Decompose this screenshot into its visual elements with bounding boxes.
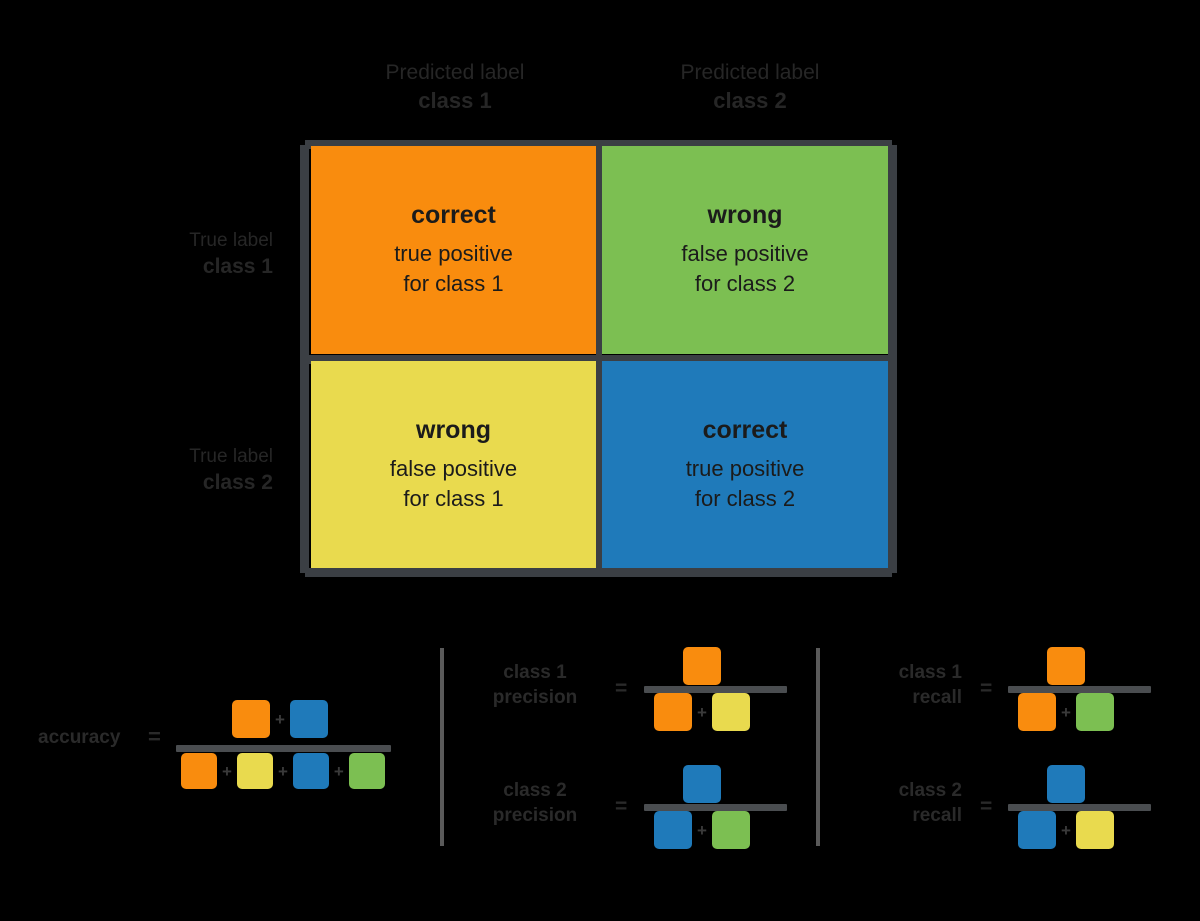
class-1-precision-denominator: +	[654, 693, 750, 731]
formula-accuracy: accuracy = + + + +	[0, 690, 420, 800]
class-1-precision-equals-sign: =	[615, 677, 628, 700]
square-blue	[654, 811, 692, 849]
class-2-recall-label: class 2 recall	[840, 779, 962, 828]
class-2-precision-fraction-bar	[644, 804, 787, 811]
class-2-precision-equals-sign: =	[615, 795, 628, 818]
plus-sign: +	[222, 761, 232, 781]
predicted-label-prefix: Predicted label	[680, 61, 820, 84]
class-2-recall-equals-sign: =	[980, 795, 993, 818]
plus-sign: +	[275, 709, 285, 729]
square-blue	[292, 753, 329, 789]
class-1-precision-fraction-bar	[644, 686, 787, 693]
true-label-class-1: True label class 1	[80, 228, 273, 281]
accuracy-equals-sign: =	[148, 724, 161, 749]
true-label-prefix: True label	[189, 230, 273, 251]
true-label-class-name: class 2	[202, 471, 273, 495]
true-label-prefix: True label	[189, 446, 273, 467]
square-green	[711, 811, 750, 849]
class-2-precision-numerator	[683, 765, 721, 803]
cell-detail-line-2: for class 1	[403, 271, 504, 296]
predicted-label-class-1: Predicted label class 1	[310, 60, 600, 115]
plus-sign: +	[277, 761, 288, 781]
matrix-cell-true-positive-class-1[interactable]: correct true positive for class 1	[311, 146, 596, 354]
plus-sign: +	[1061, 702, 1071, 722]
formula-class-2-recall: class 2 recall = +	[840, 763, 1170, 858]
class-1-precision-numerator	[683, 647, 721, 685]
matrix-center-rule	[596, 145, 602, 573]
cell-verdict: wrong	[416, 415, 491, 444]
formula-class-2-precision: class 2 precision = +	[460, 763, 800, 858]
predicted-label-class-name: class 2	[713, 87, 787, 113]
formula-class-1-recall: class 1 recall = +	[840, 645, 1170, 740]
matrix-cell-false-positive-class-2[interactable]: wrong false positive for class 2	[602, 146, 888, 354]
cell-verdict: correct	[702, 415, 788, 444]
label-line-2: recall	[912, 686, 962, 708]
square-green	[348, 753, 385, 789]
plus-sign: +	[697, 702, 707, 722]
label-line-1: class 2	[898, 780, 962, 801]
matrix-right-rule	[888, 145, 897, 573]
square-orange	[683, 647, 721, 685]
class-1-recall-fraction-bar	[1008, 686, 1151, 693]
class-1-precision-label: class 1 precision	[460, 661, 610, 710]
class-2-recall-fraction-bar	[1008, 804, 1151, 811]
matrix-left-rule	[300, 145, 309, 573]
square-orange	[181, 753, 217, 789]
square-orange	[232, 700, 270, 738]
square-blue	[289, 700, 328, 738]
class-2-precision-denominator: +	[654, 811, 750, 849]
accuracy-numerator: +	[232, 700, 328, 738]
cell-verdict: wrong	[707, 201, 783, 230]
predicted-label-class-name: class 1	[418, 87, 492, 113]
plus-sign: +	[333, 761, 344, 781]
predicted-label-prefix: Predicted label	[385, 61, 525, 84]
cell-verdict: correct	[411, 201, 496, 230]
cell-detail-line-1: true positive	[685, 455, 805, 481]
square-orange	[654, 693, 692, 731]
square-green	[1075, 693, 1114, 731]
true-label-class-2: True label class 2	[80, 444, 273, 497]
class-2-precision-label: class 2 precision	[460, 779, 610, 828]
plus-sign: +	[1061, 820, 1071, 840]
square-yellow	[236, 753, 273, 789]
label-line-2: precision	[492, 686, 578, 708]
cell-detail-line-1: false positive	[681, 241, 809, 267]
matrix-cell-false-positive-class-1[interactable]: wrong false positive for class 1	[311, 361, 596, 568]
class-2-recall-denominator: +	[1018, 811, 1114, 849]
formula-class-1-precision: class 1 precision = +	[460, 645, 800, 740]
true-label-class-name: class 1	[202, 255, 273, 279]
formula-separator-right	[816, 648, 820, 846]
class-2-recall-numerator	[1047, 765, 1085, 803]
cell-detail-line-2: for class 1	[403, 485, 504, 511]
class-1-recall-label: class 1 recall	[840, 661, 962, 710]
predicted-label-class-2: Predicted label class 2	[605, 60, 895, 115]
cell-detail-line-2: for class 2	[694, 271, 796, 296]
plus-sign: +	[697, 820, 707, 840]
square-yellow	[1075, 811, 1114, 849]
square-orange	[1047, 647, 1085, 685]
matrix-cell-true-positive-class-2[interactable]: correct true positive for class 2	[602, 361, 888, 568]
label-line-1: class 1	[503, 662, 567, 683]
accuracy-denominator: + + +	[181, 753, 385, 789]
label-line-2: precision	[492, 804, 578, 826]
formula-separator-left	[440, 648, 444, 846]
square-blue	[683, 765, 721, 803]
class-1-recall-numerator	[1047, 647, 1085, 685]
label-line-1: class 2	[503, 780, 567, 801]
label-line-2: recall	[912, 804, 962, 826]
cell-detail-line-2: for class 2	[694, 485, 796, 511]
cell-detail-line-1: false positive	[389, 455, 518, 481]
accuracy-fraction-bar	[176, 745, 391, 752]
square-orange	[1018, 693, 1056, 731]
cell-detail-line-1: true positive	[394, 241, 513, 267]
square-yellow	[711, 693, 750, 731]
accuracy-label: accuracy	[38, 727, 121, 748]
square-blue	[1047, 765, 1085, 803]
matrix-top-rule	[305, 140, 892, 149]
class-1-recall-equals-sign: =	[980, 677, 993, 700]
class-1-recall-denominator: +	[1018, 693, 1114, 731]
square-blue	[1018, 811, 1056, 849]
label-line-1: class 1	[898, 662, 962, 683]
